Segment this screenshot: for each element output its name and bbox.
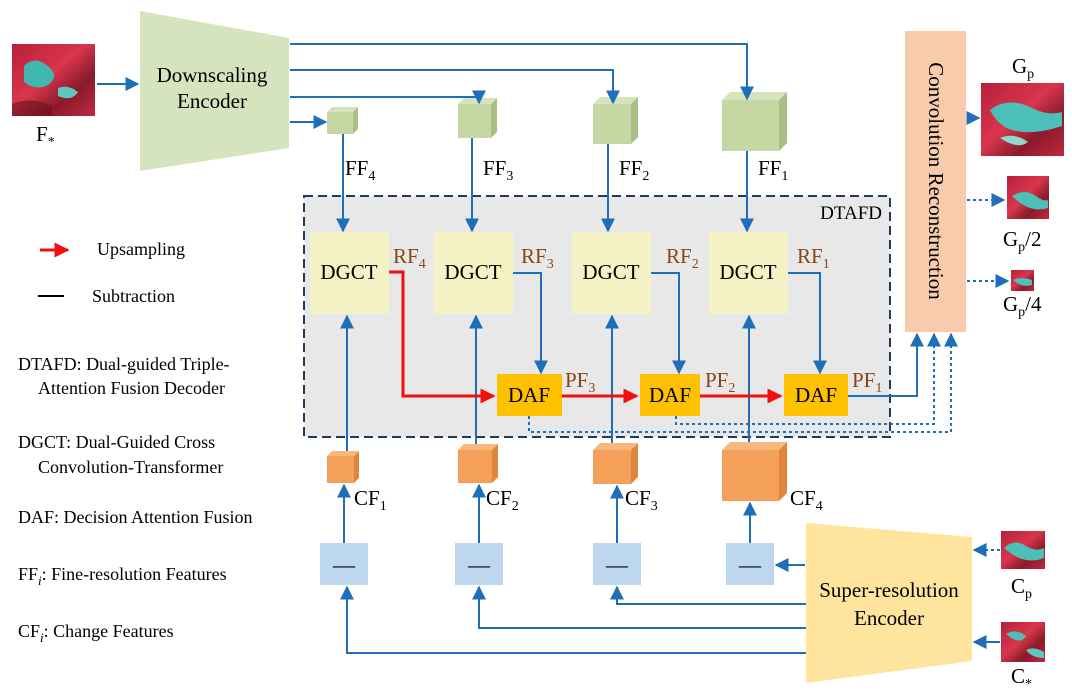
svg-text:DGCT: DGCT: [582, 260, 639, 284]
rf2-label: RF2: [666, 244, 699, 272]
ff3-cube: [458, 98, 497, 138]
ff2-cube: [593, 97, 638, 144]
daf-block-3: DAF: [497, 374, 562, 416]
def-daf: DAF: Decision Attention Fusion: [18, 507, 253, 527]
def-cf: CFi: Change Features: [18, 621, 174, 645]
output-gp4-image: [1011, 270, 1034, 291]
downscaling-encoder-line1: Downscaling: [157, 63, 268, 87]
cp-label: Cp: [1011, 574, 1032, 602]
svg-text:DGCT: DGCT: [719, 260, 776, 284]
upsampling-arrows: [389, 270, 783, 404]
definitions: DTAFD: Dual-guided Triple- Attention Fus…: [18, 354, 253, 645]
dgct-block-4: DGCT: [310, 232, 389, 314]
ff4-label: FF4: [345, 156, 375, 184]
rf4-label: RF4: [393, 244, 426, 272]
convolution-reconstruction-block: Convolution Reconstruction: [905, 31, 966, 332]
svg-text:—: —: [332, 552, 356, 577]
rf3-label: RF3: [521, 244, 554, 272]
pf3-label: PF3: [565, 368, 595, 396]
subtraction-block-4: —: [726, 543, 774, 585]
ff1-cube: [722, 92, 787, 151]
svg-text:DGCT: DGCT: [320, 260, 377, 284]
daf-block-2: DAF: [640, 374, 700, 416]
def-ff: FFi: Fine-resolution Features: [18, 564, 227, 588]
dgct-block-2: DGCT: [572, 232, 651, 314]
legend-subtraction: Subtraction: [92, 286, 175, 306]
def-dtafd-line2: Attention Fusion Decoder: [38, 378, 225, 398]
svg-text:—: —: [738, 552, 762, 577]
svg-text:—: —: [605, 552, 629, 577]
subtraction-block-3: —: [593, 543, 641, 585]
cf1-label: CF1: [354, 486, 387, 514]
dgct-block-1: DGCT: [709, 232, 788, 314]
cf4-cube: [722, 442, 787, 501]
ff4-cube: [327, 107, 358, 134]
svg-text:DGCT: DGCT: [444, 260, 501, 284]
sr-encoder-line2: Encoder: [854, 606, 924, 630]
legend: Upsampling Subtraction: [38, 239, 185, 306]
sr-encoder-line1: Super-resolution: [819, 578, 959, 602]
ff1-label: FF1: [758, 156, 788, 184]
gp4-label: Gp/4: [1003, 292, 1042, 320]
cf1-cube: [327, 451, 359, 483]
svg-text:—: —: [467, 552, 491, 577]
subtraction-to-cf-arrows: [337, 483, 757, 543]
def-dgct-line2: Convolution-Transformer: [38, 457, 223, 477]
cf-to-dgct-arrows: [340, 314, 756, 451]
downscaling-encoder: Downscaling Encoder: [140, 11, 289, 171]
output-gp-image: [981, 83, 1064, 156]
daf-block-1: DAF: [784, 374, 848, 416]
def-dgct-line1: DGCT: Dual-Guided Cross: [18, 432, 215, 452]
cstar-label: C*: [1011, 664, 1032, 692]
dotted-arrows: [528, 193, 1010, 557]
pf2-label: PF2: [705, 368, 735, 396]
svg-text:DAF: DAF: [649, 383, 691, 407]
subtraction-block-1: —: [320, 543, 368, 585]
cf2-label: CF2: [486, 486, 519, 514]
dgct-to-daf-arrows: [513, 272, 827, 375]
svg-text:DAF: DAF: [795, 383, 837, 407]
dtafd-label: DTAFD: [820, 203, 882, 224]
encoder-skip-arrows: [97, 43, 981, 129]
cf4-label: CF4: [790, 486, 823, 514]
rf1-label: RF1: [797, 244, 830, 272]
reconstruction-label: Convolution Reconstruction: [924, 62, 948, 300]
ff3-label: FF3: [483, 156, 513, 184]
daf-to-reconstruction-arrow: [848, 332, 924, 397]
dgct-block-3: DGCT: [434, 232, 513, 314]
input-fine-image: [12, 44, 95, 116]
sr-encoder-to-subtraction-arrows: [340, 558, 806, 654]
input-cp-image: [1001, 531, 1045, 569]
output-gp2-image: [1007, 176, 1049, 219]
input-cstar-image: [1001, 622, 1045, 662]
gp-label: Gp: [1012, 54, 1034, 82]
svg-text:DAF: DAF: [508, 383, 550, 407]
subtraction-block-2: —: [455, 543, 503, 585]
ff-to-dgct-arrows: [336, 134, 754, 233]
downscaling-encoder-line2: Encoder: [177, 89, 247, 113]
ff2-label: FF2: [619, 156, 649, 184]
cf3-cube: [593, 443, 638, 484]
def-dtafd-line1: DTAFD: Dual-guided Triple-: [18, 354, 230, 374]
legend-upsampling: Upsampling: [97, 239, 185, 259]
cf2-cube: [458, 444, 498, 483]
pf1-label: PF1: [852, 368, 882, 396]
super-resolution-encoder: Super-resolution Encoder: [806, 523, 972, 683]
cf3-label: CF3: [625, 486, 658, 514]
gp2-label: Gp/2: [1003, 227, 1042, 255]
fine-input-label: F*: [36, 122, 55, 150]
